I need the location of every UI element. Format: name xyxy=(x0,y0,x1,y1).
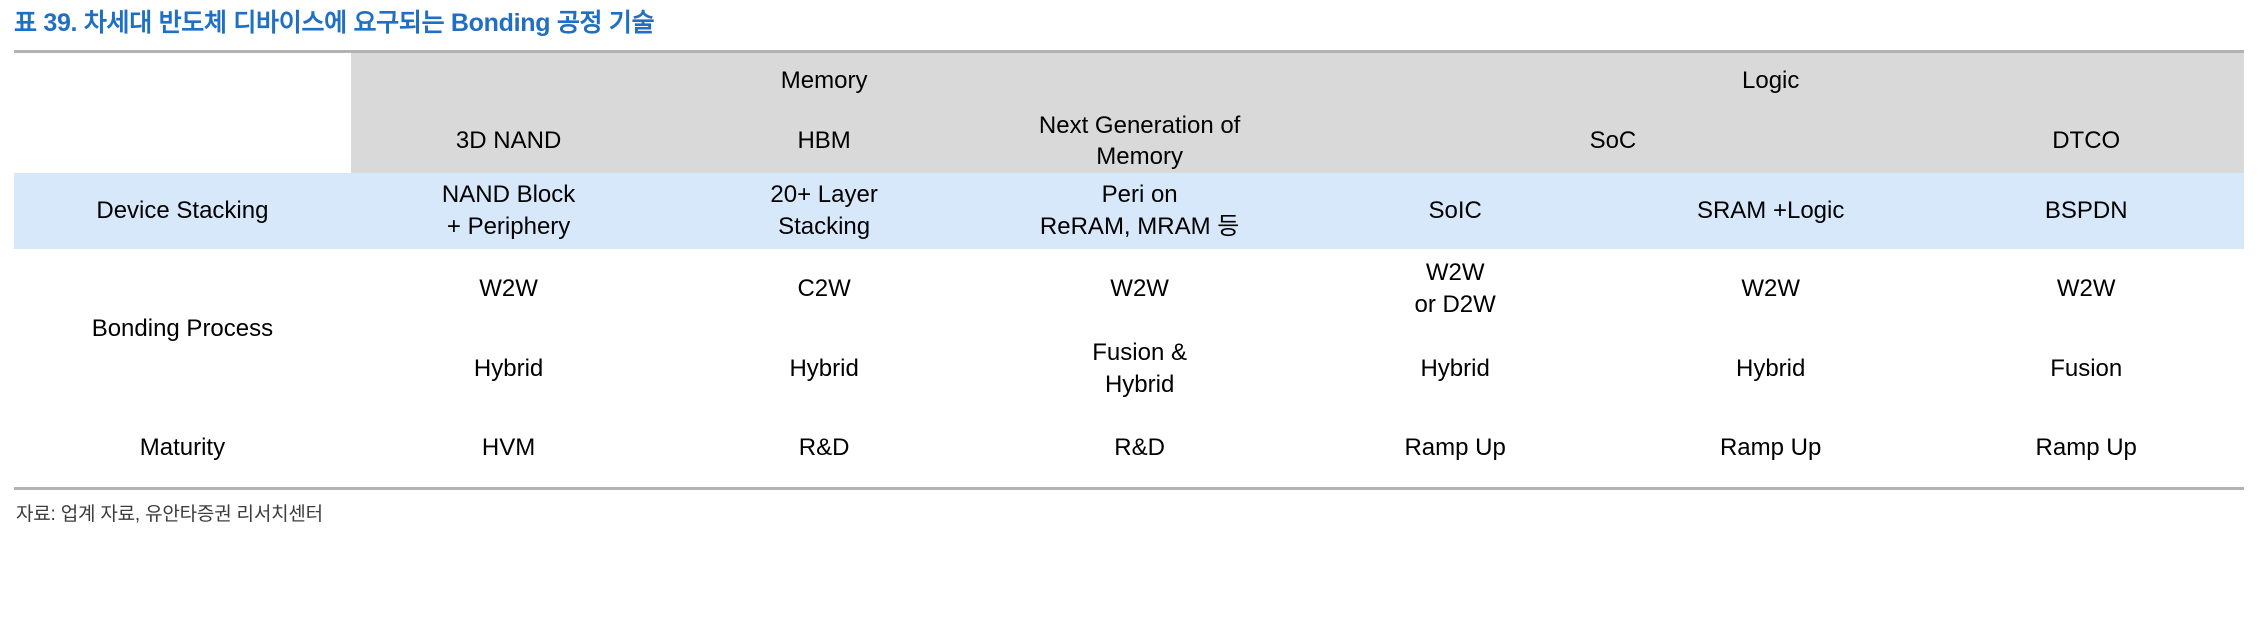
cell-device-stacking-next-gen-memory: Peri on ReRAM, MRAM 등 xyxy=(981,172,1298,249)
row-label-bonding-process: Bonding Process xyxy=(14,248,351,409)
cell-line1: Ramp Up xyxy=(1404,434,1506,462)
cell-line2: or D2W xyxy=(1414,290,1496,318)
cell-bonding-1-next-gen-memory: W2W xyxy=(981,248,1298,329)
cell-line1: Ramp Up xyxy=(2035,434,2137,462)
cell-line1: BSPDN xyxy=(2044,197,2128,224)
bonding-technology-table: Memory Logic 3D NAND HBM Next Generation… xyxy=(14,50,2244,491)
cell-maturity-dtco: Ramp Up xyxy=(1928,408,2244,489)
cell-bonding-1-hbm: C2W xyxy=(666,248,982,329)
cell-line1: Ramp Up xyxy=(1719,434,1822,462)
table-row-bonding-process-2: Hybrid Hybrid Fusion & Hybrid Hybrid Hyb… xyxy=(14,328,2244,409)
table-row-device-stacking: Device Stacking NAND Block + Periphery 2… xyxy=(14,172,2244,249)
cell-bonding-2-soc-1: Hybrid xyxy=(1297,328,1613,409)
cell-bonding-1-soc-2: W2W xyxy=(1612,248,1929,329)
source-note: 자료: 업계 자료, 유안타증권 리서치센터 xyxy=(16,504,323,526)
cell-line1: C2W xyxy=(797,275,851,302)
header-column-row: 3D NAND HBM Next Generation of Memory So… xyxy=(14,109,2244,173)
cell-bonding-2-hbm: Hybrid xyxy=(666,328,982,409)
header-corner-cell xyxy=(14,51,351,110)
cell-device-stacking-3d-nand: NAND Block + Periphery xyxy=(350,172,667,249)
cell-line1: Peri on xyxy=(1101,181,1178,209)
header-group-row: Memory Logic xyxy=(14,51,2244,110)
cell-line1: HVM xyxy=(481,434,536,462)
cell-bonding-1-soc-1: W2W or D2W xyxy=(1297,248,1613,329)
cell-line1: SoIC xyxy=(1428,197,1482,224)
cell-line1: W2W xyxy=(1110,275,1169,302)
cell-line1: Fusion & xyxy=(1092,339,1187,367)
cell-device-stacking-dtco: BSPDN xyxy=(1928,172,2244,249)
cell-line1: NAND Block xyxy=(441,181,576,209)
page-title: 표 39. 차세대 반도체 디바이스에 요구되는 Bonding 공정 기술 xyxy=(14,9,655,37)
cell-line1: Hybrid xyxy=(473,355,544,382)
cell-line1: Hybrid xyxy=(1735,355,1806,382)
header-col-3d-nand: 3D NAND xyxy=(350,109,667,173)
header-group-memory: Memory xyxy=(350,51,1298,110)
cell-line2: Stacking xyxy=(778,212,871,240)
cell-line1: SRAM +Logic xyxy=(1696,197,1845,224)
header-col-next-gen-memory-line2: Memory xyxy=(1096,143,1183,171)
cell-maturity-hbm: R&D xyxy=(666,408,982,489)
cell-bonding-1-3d-nand: W2W xyxy=(350,248,667,329)
cell-line1: W2W xyxy=(1425,259,1485,287)
cell-line1: Fusion xyxy=(2050,355,2123,382)
cell-line1: 20+ Layer xyxy=(770,181,878,209)
cell-maturity-3d-nand: HVM xyxy=(350,408,667,489)
cell-line2: ReRAM, MRAM 등 xyxy=(1039,212,1240,240)
cell-bonding-2-soc-2: Hybrid xyxy=(1612,328,1929,409)
cell-device-stacking-hbm: 20+ Layer Stacking xyxy=(666,172,982,249)
header-col-hbm: HBM xyxy=(666,109,982,173)
header-corner-cell-2 xyxy=(14,109,351,173)
header-col-soc: SoC xyxy=(1297,109,1929,173)
cell-line1: Hybrid xyxy=(1420,355,1490,382)
cell-maturity-soc-2: Ramp Up xyxy=(1612,408,1929,489)
cell-line1: R&D xyxy=(798,434,850,462)
cell-line1: W2W xyxy=(479,275,538,302)
cell-bonding-2-next-gen-memory: Fusion & Hybrid xyxy=(981,328,1298,409)
table-row-bonding-process-1: Bonding Process W2W C2W W2W W2W or D2W W… xyxy=(14,248,2244,409)
header-col-dtco: DTCO xyxy=(1928,109,2244,173)
cell-line1: R&D xyxy=(1114,434,1165,462)
row-label-maturity: Maturity xyxy=(14,408,351,489)
cell-bonding-2-dtco: Fusion xyxy=(1928,328,2244,409)
header-group-logic: Logic xyxy=(1297,51,2244,110)
cell-device-stacking-soc-2: SRAM +Logic xyxy=(1612,172,1929,249)
cell-bonding-1-dtco: W2W xyxy=(1928,248,2244,329)
cell-line1: Hybrid xyxy=(789,355,859,382)
row-label-device-stacking: Device Stacking xyxy=(14,172,351,249)
header-col-next-gen-memory: Next Generation of Memory xyxy=(981,109,1298,173)
cell-line2: Hybrid xyxy=(1104,370,1175,398)
cell-line2: + Periphery xyxy=(446,212,571,240)
header-col-next-gen-memory-line1: Next Generation of xyxy=(1038,111,1241,139)
cell-line1: W2W xyxy=(1741,275,1800,302)
cell-bonding-2-3d-nand: Hybrid xyxy=(350,328,667,409)
cell-maturity-soc-1: Ramp Up xyxy=(1297,408,1613,489)
cell-device-stacking-soc-1: SoIC xyxy=(1297,172,1613,249)
table-row-maturity: Maturity HVM R&D R&D Ramp Up Ramp Up Ram… xyxy=(14,408,2244,489)
cell-maturity-next-gen-memory: R&D xyxy=(981,408,1298,489)
cell-line1: W2W xyxy=(2056,275,2116,302)
